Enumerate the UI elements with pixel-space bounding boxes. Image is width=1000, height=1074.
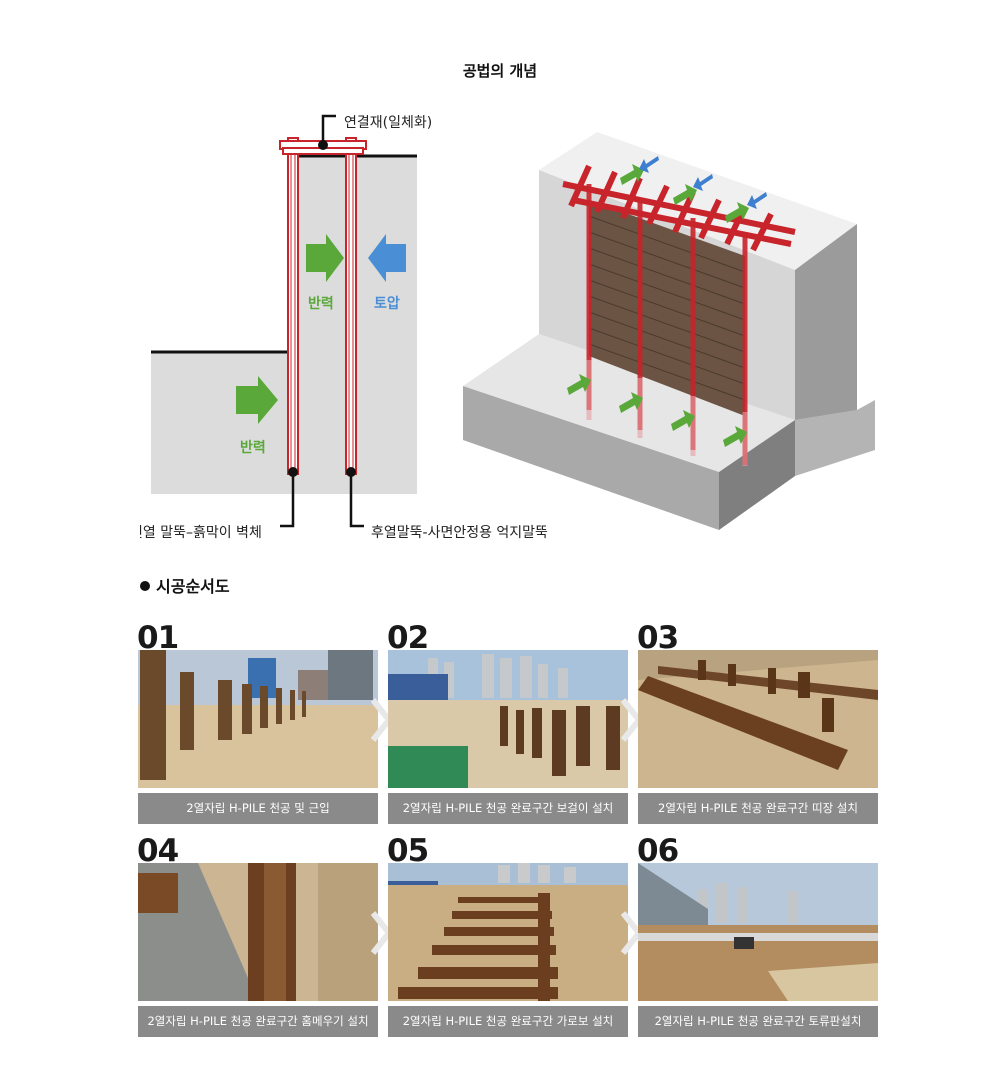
step-photo	[638, 650, 878, 788]
front-pile-leader	[280, 472, 295, 528]
reaction-label-upper: 반력	[308, 295, 334, 312]
bullet-icon	[140, 581, 150, 591]
excavated-soil	[151, 352, 291, 494]
reaction-arrow-upper	[306, 234, 344, 282]
step-caption: 2열자립 H-PILE 천공 완료구간 가로보 설치	[388, 1006, 628, 1037]
upper-block-top	[539, 132, 857, 270]
isometric-diagram	[463, 132, 875, 530]
front-pile-label: 전열 말뚝–흙막이 벽체	[140, 525, 262, 541]
step-caption: 2열자립 H-PILE 천공 완료구간 토류판설치	[638, 1006, 878, 1037]
step-caption: 2열자립 H-PILE 천공 완료구간 띠장 설치	[638, 793, 878, 824]
reaction-label-lower: 반력	[240, 439, 266, 456]
upper-block-side	[795, 224, 857, 420]
pressure-arrows-3d	[639, 156, 767, 209]
lagging-lines	[588, 215, 746, 401]
reaction-arrows-3d	[567, 164, 749, 447]
step-photo	[138, 650, 378, 788]
lower-block-side	[719, 420, 795, 530]
step-photo	[388, 650, 628, 788]
sequence-title-text: 시공순서도	[156, 577, 230, 596]
piles-3d-embedded	[586, 360, 748, 466]
shadow	[795, 400, 875, 476]
concept-title: 공법의 개념	[462, 62, 538, 80]
step-photo	[638, 863, 878, 1001]
sequence-title: 시공순서도	[140, 573, 230, 597]
step-photo	[138, 863, 378, 1001]
section-diagram: 연결재(일체화) 반력 토압 반력 전열 말뚝–흙막이 벽체 후열말뚝-사면안정…	[140, 114, 548, 541]
front-pile	[287, 137, 299, 475]
rear-pile-leader	[349, 472, 364, 528]
earth-pressure-arrow	[368, 234, 406, 282]
reaction-arrow-lower	[236, 376, 278, 424]
connector-leader	[321, 114, 336, 145]
rear-pile	[345, 137, 357, 475]
step-caption: 2열자립 H-PILE 천공 완료구간 홈메우기 설치	[138, 1006, 378, 1037]
connector-label: 연결재(일체화)	[344, 115, 432, 131]
rear-pile-label: 후열말뚝-사면안정용 억지말뚝	[371, 525, 548, 541]
step-photo	[388, 863, 628, 1001]
lower-block-front	[463, 386, 719, 530]
step-caption: 2열자립 H-PILE 천공 및 근입	[138, 793, 378, 824]
earth-pressure-label: 토압	[374, 296, 400, 312]
step-caption: 2열자립 H-PILE 천공 완료구간 보걸이 설치	[388, 793, 628, 824]
